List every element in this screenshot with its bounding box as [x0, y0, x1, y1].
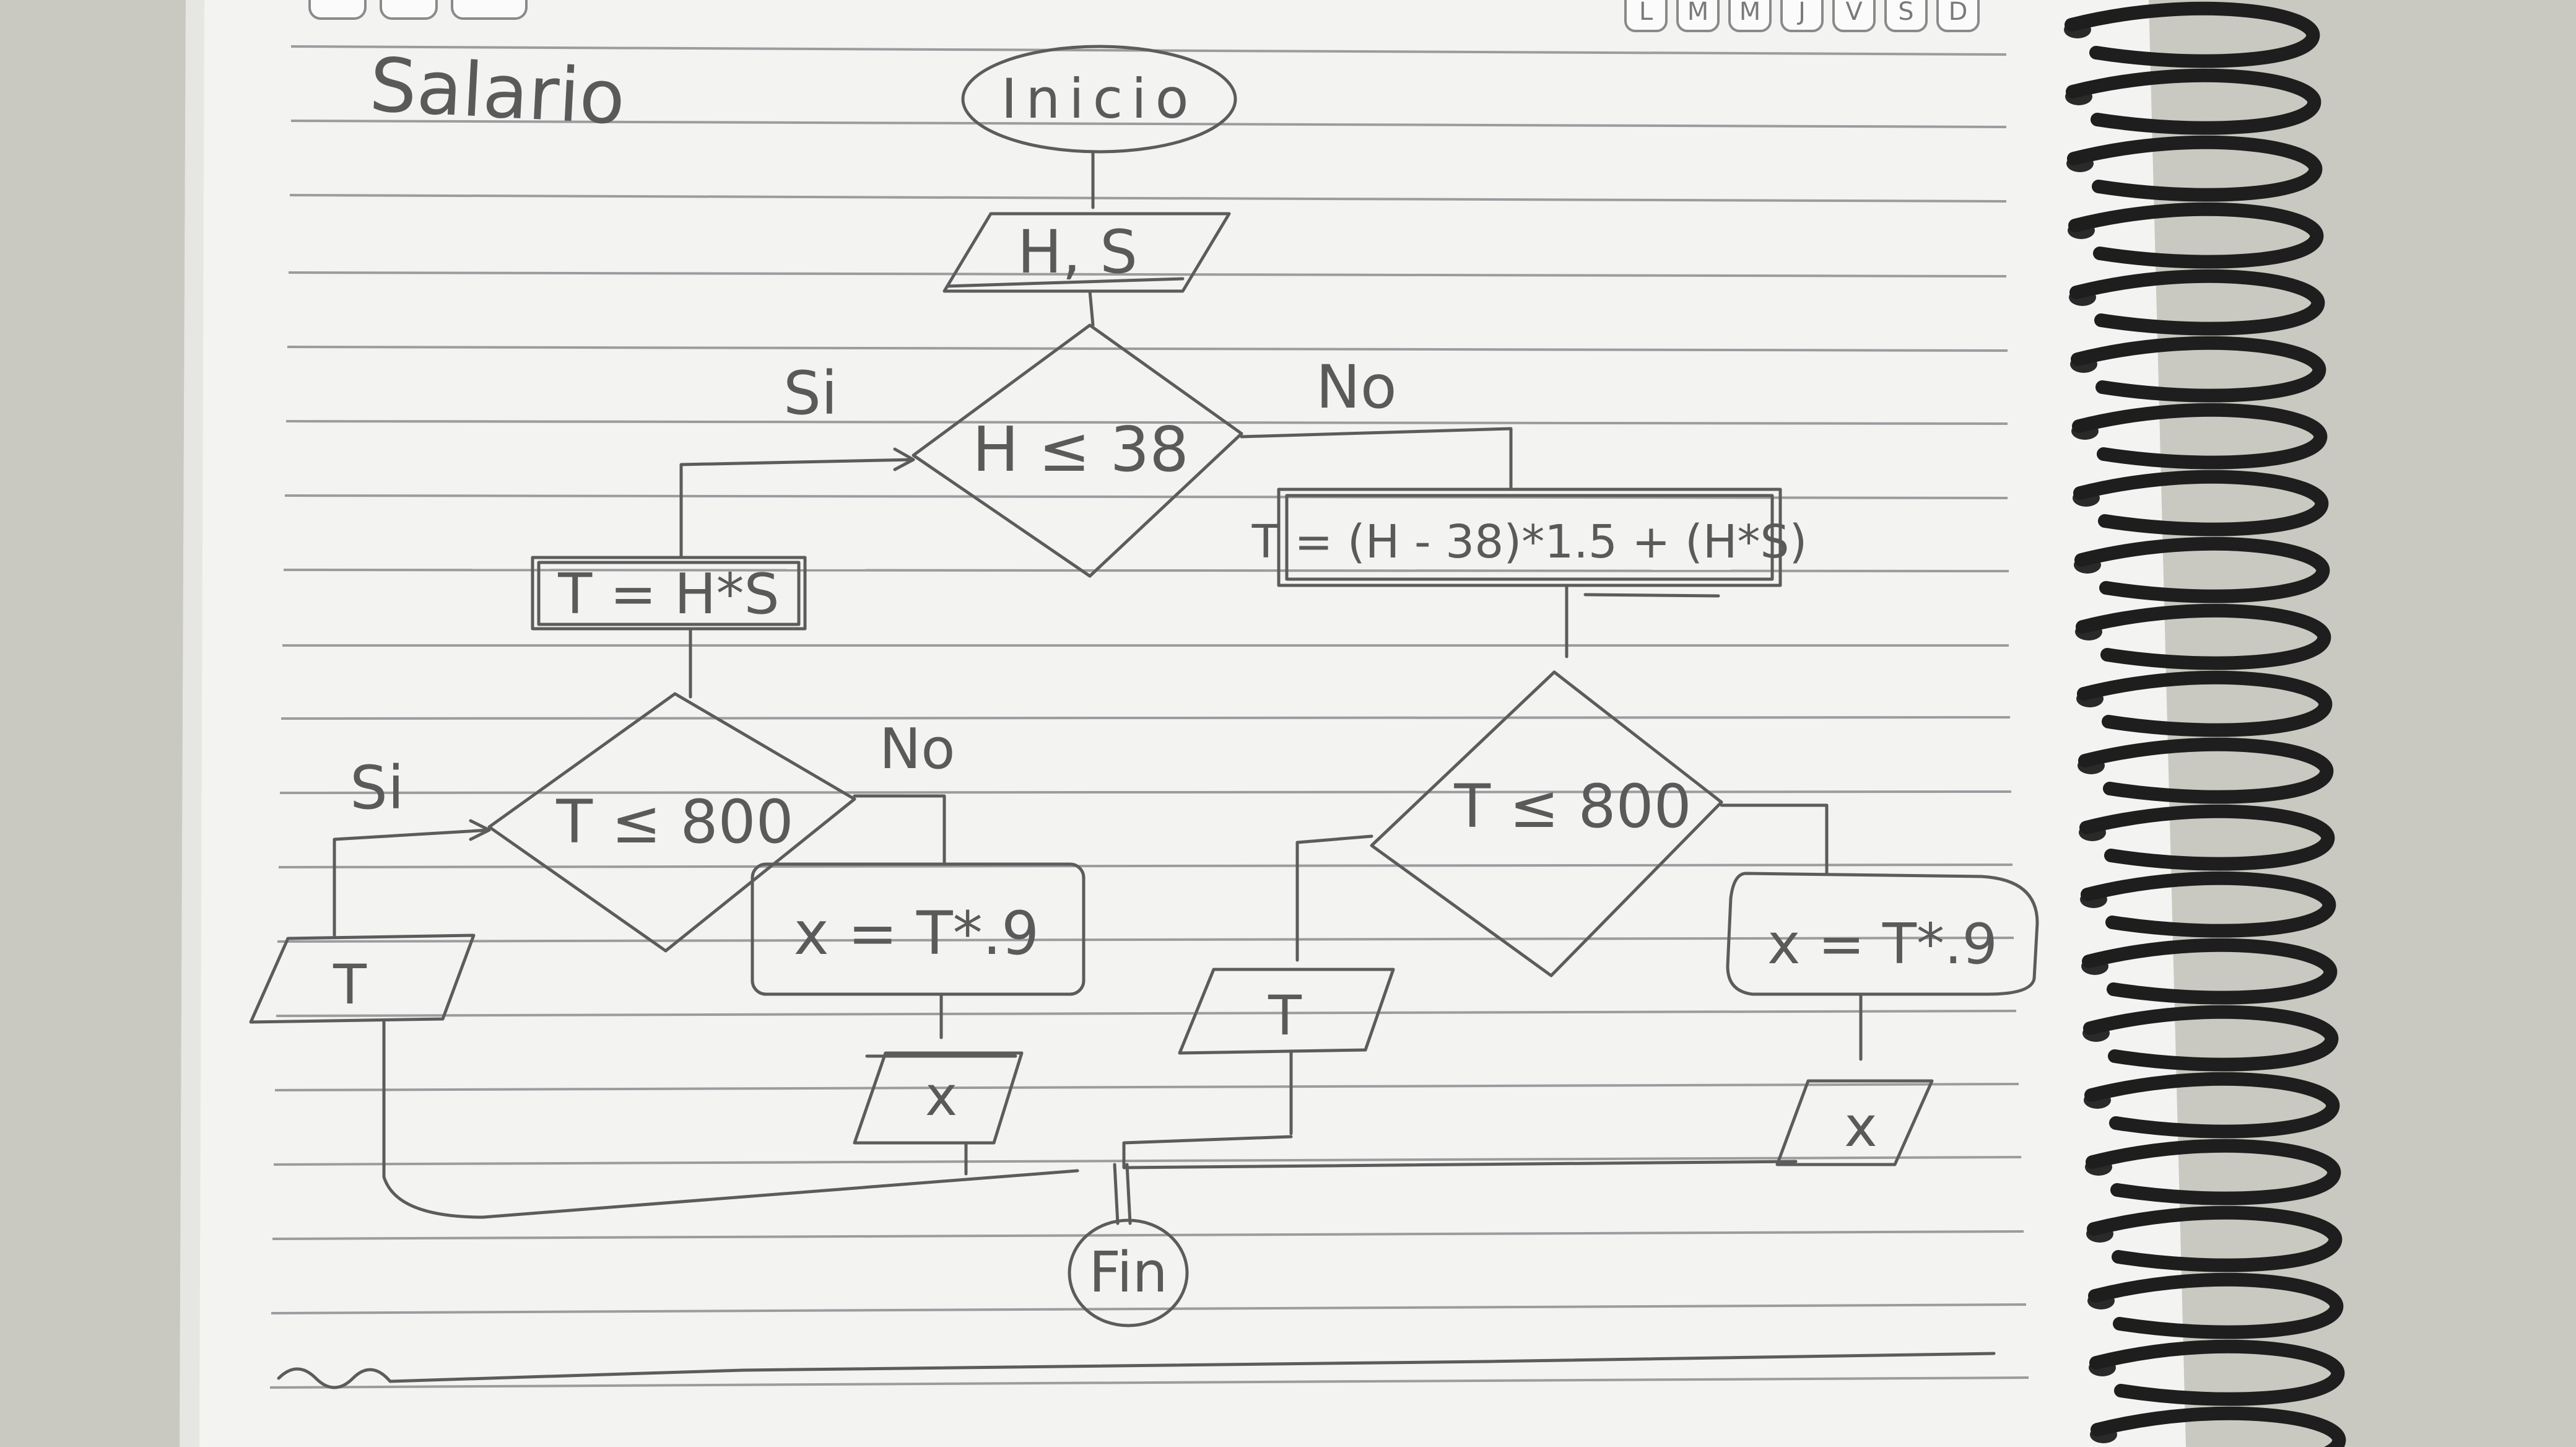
decision-total-left-no: No: [879, 717, 955, 782]
spiral-coil: [2074, 536, 2330, 603]
spiral-coil: [2087, 1205, 2343, 1272]
spiral-coil: [2069, 269, 2325, 336]
arrowhead-yes: [893, 447, 915, 471]
decision-total-left-label: T ≤ 800: [555, 787, 793, 857]
decision-hours-label: H ≤ 38: [972, 413, 1189, 486]
spiral-coil: [2079, 804, 2335, 871]
output-t-right-label: T: [1268, 984, 1302, 1047]
weekday-label: D: [1949, 0, 1968, 26]
connector-no-overtime: [1240, 427, 1513, 491]
spiral-coil: [2082, 938, 2338, 1005]
arrowhead-left-yes: [469, 819, 491, 841]
output-x-left-label: x: [925, 1064, 957, 1128]
decision-total-right-label: T ≤ 800: [1453, 772, 1691, 841]
spiral-coil: [2066, 68, 2321, 135]
spiral-coil: [2068, 202, 2324, 269]
weekday-box: [1728, 0, 1772, 32]
connector-yes-normal: [679, 458, 915, 559]
weekday-box: [1624, 0, 1668, 32]
calc-overtime-box: [1277, 487, 1782, 587]
start-label: Inicio: [1001, 67, 1198, 131]
output-x-right-label: x: [1844, 1095, 1877, 1160]
decision-total-left-diamond: [487, 692, 856, 953]
spiral-coil: [2088, 1272, 2344, 1339]
decision-total-left-yes: Si: [350, 753, 404, 823]
weekday-box: [1832, 0, 1876, 32]
calc-x-left-box: [751, 862, 1086, 996]
output-t-left-label: T: [333, 953, 367, 1016]
spiral-coil: [2072, 403, 2328, 470]
end-terminal: [1068, 1218, 1189, 1327]
input-hs-parallelogram: [942, 212, 1231, 293]
spiral-coil: [2077, 670, 2333, 737]
spiral-coil: [2073, 470, 2329, 536]
output-t-right: [1178, 968, 1395, 1055]
bottom-squiggle: [277, 1352, 1996, 1389]
spiral-coil: [2083, 1005, 2339, 1072]
page-title: Salario: [367, 42, 627, 141]
weekday-box: [1884, 0, 1928, 32]
connector-right-yes: [1295, 834, 1373, 962]
connector-merge-end-double: [1125, 1163, 1132, 1225]
spiral-coil: [2091, 1406, 2346, 1447]
header-tab-boxes: [308, 0, 528, 20]
connector-right-no: [1720, 803, 1829, 875]
calc-normal-label: T = H*S: [557, 562, 779, 627]
flowchart: Salario Inicio H, S H ≤ 38 Si No T = H*S…: [249, 42, 2039, 1389]
spiral-binding: [2064, 1, 2346, 1447]
spiral-coil: [2065, 1, 2320, 68]
output-t-left: [249, 933, 476, 1024]
weekday-box: [1780, 0, 1824, 32]
decision-total-right-diamond: [1370, 670, 1723, 977]
weekday-label: L: [1639, 0, 1653, 26]
calc-overtime-inner: [1285, 494, 1774, 581]
weekday-label: S: [1898, 0, 1913, 26]
calc-overtime-label: T = (H - 38)*1.5 + (H*S): [1251, 515, 1808, 569]
weekday-box: [1676, 0, 1720, 32]
merge-left-path: [382, 1020, 1079, 1219]
input-hs-edge: [946, 277, 1185, 288]
input-hs-label: H, S: [1017, 217, 1138, 287]
connector-input-decision: [1088, 289, 1095, 327]
calc-normal-box: [531, 556, 807, 631]
calc-x-right-box: [1726, 872, 2039, 996]
output-x-right: [1775, 1079, 1934, 1166]
spiral-coil: [2071, 336, 2326, 403]
merge-right-path: [1122, 1135, 1798, 1169]
output-x-left: [853, 1051, 1024, 1145]
weekday-label: M: [1739, 0, 1761, 26]
spiral-coil: [2067, 135, 2323, 202]
decision-hours-diamond: [912, 323, 1243, 578]
weekday-box: [1936, 0, 1980, 32]
paper-left-shade: [180, 0, 204, 1447]
spiral-coil: [2076, 603, 2331, 670]
weekday-label: J: [1796, 0, 1806, 26]
calc-x-left-label: x = T*.9: [794, 899, 1040, 968]
calc-overtime-underline: [1583, 593, 1720, 598]
calc-normal-inner: [537, 561, 801, 626]
start-terminal: [961, 45, 1237, 154]
spiral-coil: [2084, 1072, 2340, 1139]
spiral-coil: [2089, 1339, 2345, 1406]
weekday-label: V: [1845, 0, 1863, 26]
calc-x-right-label: x = T*.9: [1767, 912, 1998, 977]
connector-left-yes: [333, 828, 491, 937]
spiral-coil: [2078, 737, 2334, 804]
spiral-coil: [2086, 1139, 2341, 1205]
decision-hours-no-label: No: [1316, 352, 1397, 422]
weekday-label: M: [1687, 0, 1709, 26]
spiral-coil: [2081, 871, 2336, 938]
decision-hours-yes-label: Si: [783, 359, 838, 428]
paper-sheet: [180, 0, 2186, 1447]
connector-left-no: [853, 794, 946, 866]
end-label: Fin: [1089, 1240, 1167, 1305]
connector-merge-end: [1113, 1163, 1120, 1225]
